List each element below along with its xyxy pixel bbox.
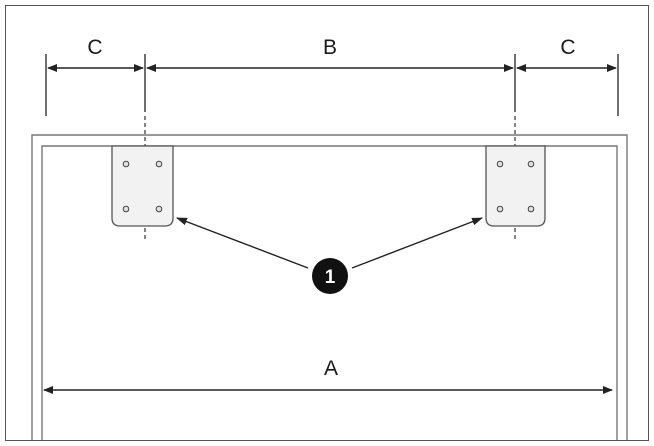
mounting-bracket-right xyxy=(485,145,546,227)
dimension-label-c-right: C xyxy=(560,36,575,59)
mounting-bracket-left xyxy=(111,145,174,227)
extension-lines xyxy=(45,54,619,116)
outer-frame xyxy=(5,5,649,441)
bracket-screw-holes xyxy=(496,160,535,213)
dimension-label-c-left: C xyxy=(87,36,102,59)
cabinet-outline xyxy=(31,134,628,440)
leader-line-right xyxy=(351,217,484,269)
leader-line-left xyxy=(175,217,309,269)
bracket-screw-holes xyxy=(122,160,163,213)
callout-marker: 1 xyxy=(312,258,348,294)
callout-leader-lines xyxy=(175,217,484,269)
dimension-label-a: A xyxy=(324,357,338,380)
callout-number: 1 xyxy=(325,267,336,288)
dimension-label-b: B xyxy=(323,36,337,59)
